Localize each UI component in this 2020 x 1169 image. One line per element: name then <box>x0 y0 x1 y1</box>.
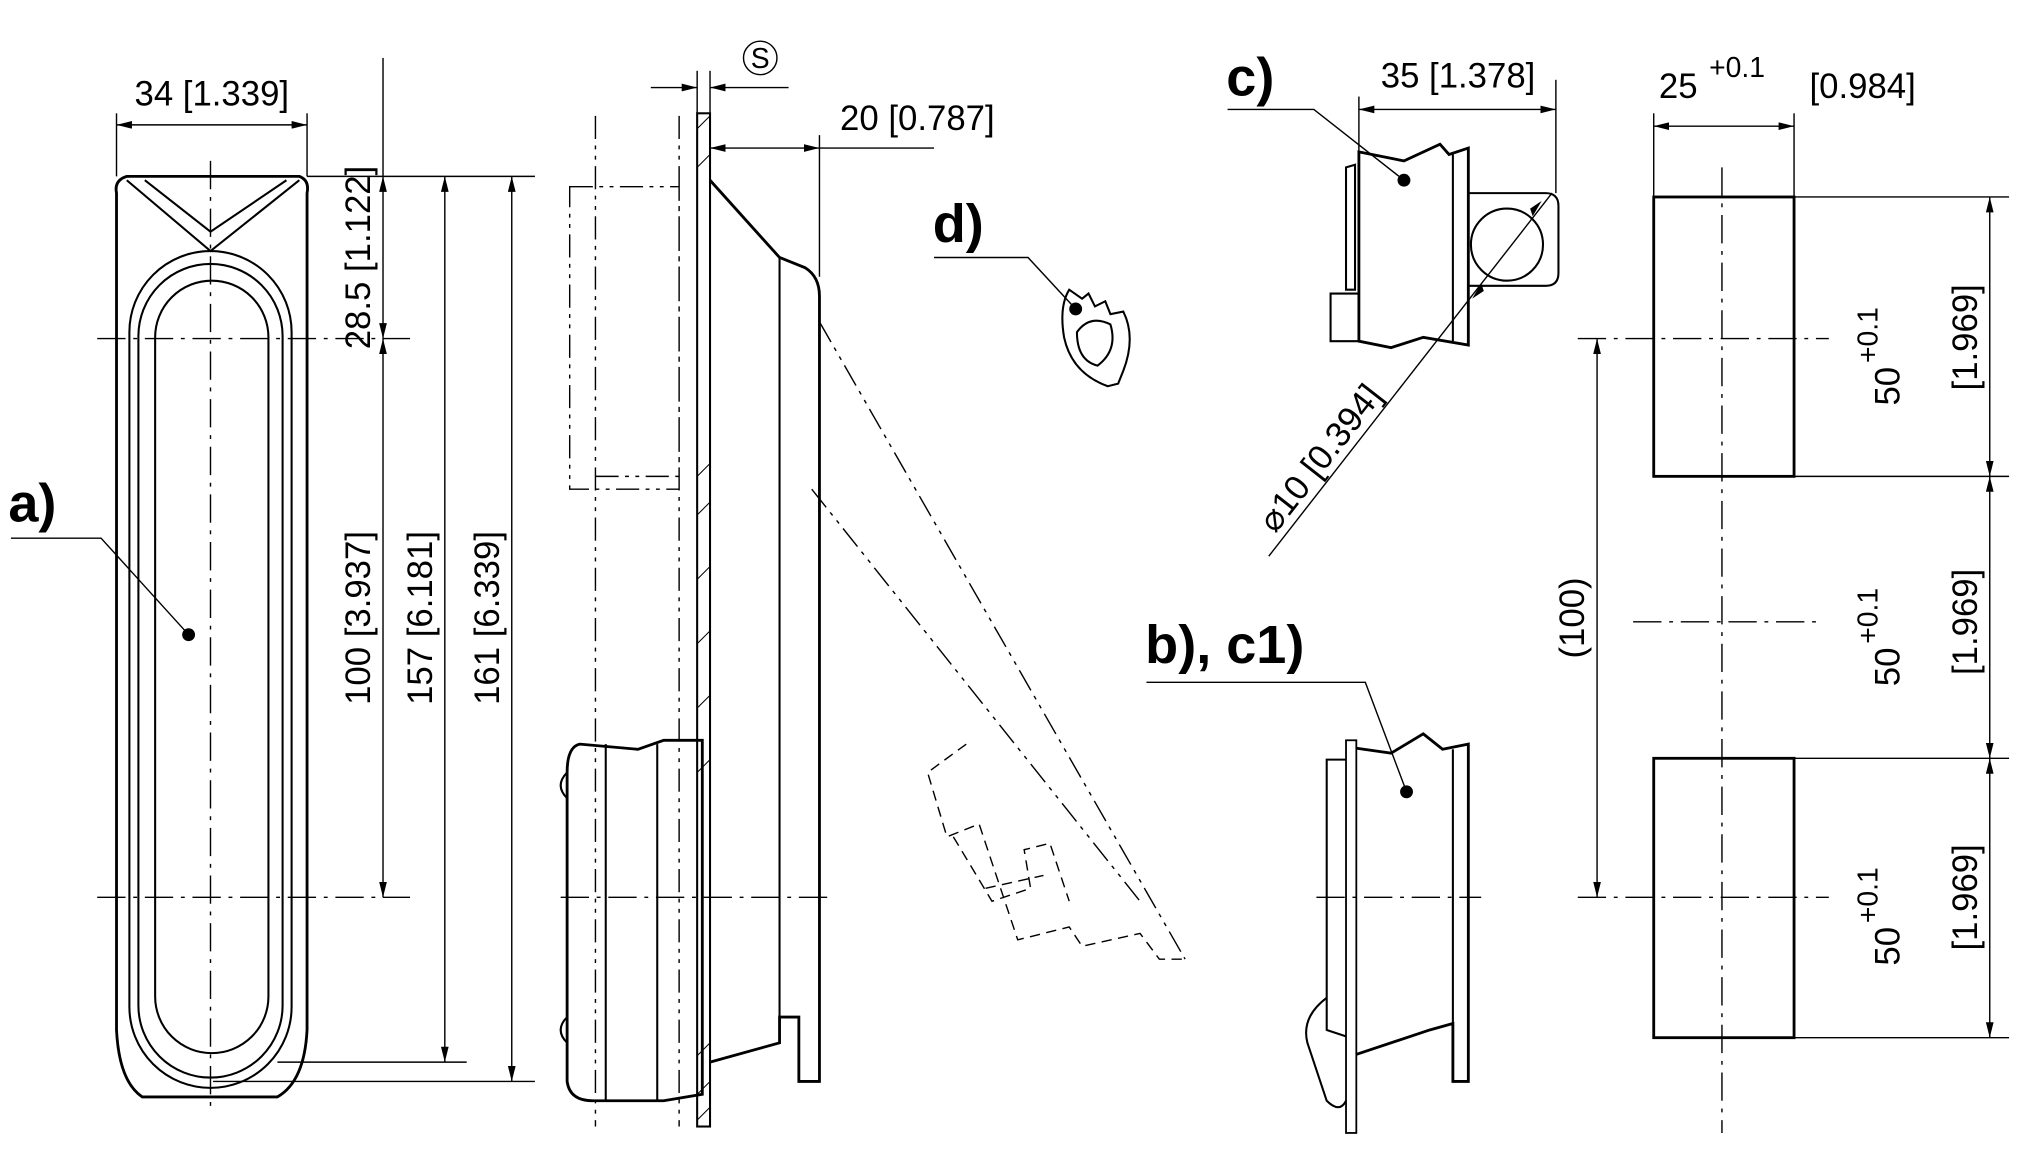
dim-width-35: 35 [1.378] <box>1381 58 1536 96</box>
dim-28-5: 28.5 [1.122] <box>340 166 378 350</box>
dim-height-1: 50 +0.1 [1.969] <box>1853 284 1985 405</box>
dim-cutout-width: 25 <box>1659 68 1698 106</box>
label-b-c1: b), c1) <box>1145 615 1304 675</box>
surface-symbol: S <box>751 43 770 75</box>
label-c: c) <box>1226 47 1274 107</box>
dim-width-34: 34 [1.339] <box>134 76 289 114</box>
svg-text:50: 50 <box>1870 927 1908 966</box>
dim-cutout-width-inch: [0.984] <box>1810 68 1916 106</box>
svg-text:50: 50 <box>1870 367 1908 406</box>
label-d: d) <box>933 194 984 254</box>
svg-text:+0.1: +0.1 <box>1853 588 1885 644</box>
dim-157: 157 [6.181] <box>402 531 440 705</box>
svg-text:+0.1: +0.1 <box>1853 307 1885 363</box>
dim-cutout-width-tol: +0.1 <box>1709 52 1765 84</box>
svg-text:+0.1: +0.1 <box>1853 867 1885 923</box>
svg-text:[1.969]: [1.969] <box>1947 844 1985 950</box>
dim-depth-20: 20 [0.787] <box>840 100 995 138</box>
svg-text:[1.969]: [1.969] <box>1947 569 1985 675</box>
dim-height-2: 50 +0.1 [1.969] <box>1853 569 1985 687</box>
view-b-c1: b), c1) <box>1145 615 1482 1134</box>
view-d-key: d) <box>933 194 1131 388</box>
svg-text:50: 50 <box>1870 648 1908 687</box>
dim-161: 161 [6.339] <box>469 531 507 705</box>
dim-diameter-10: ⌀10 [0.394] <box>1252 378 1390 540</box>
view-c: c) 35 [1.378] ⌀10 [0.394] <box>1226 47 1560 557</box>
dim-height-3: 50 +0.1 [1.969] <box>1853 844 1985 965</box>
svg-text:[1.969]: [1.969] <box>1947 284 1985 390</box>
front-view-a: a) 34 [1.339] 28.5 [1.122] 100 [3.937] 1… <box>8 57 535 1110</box>
side-view: S 20 [0.787] <box>559 40 1186 1128</box>
label-a: a) <box>8 473 56 533</box>
dim-spacing-100: (100) <box>1554 577 1592 658</box>
dim-100: 100 [3.937] <box>340 531 378 705</box>
panel-cutout: 25 +0.1 [0.984] 50 +0.1 [1.969] 50 +0.1 … <box>1554 52 2010 1133</box>
